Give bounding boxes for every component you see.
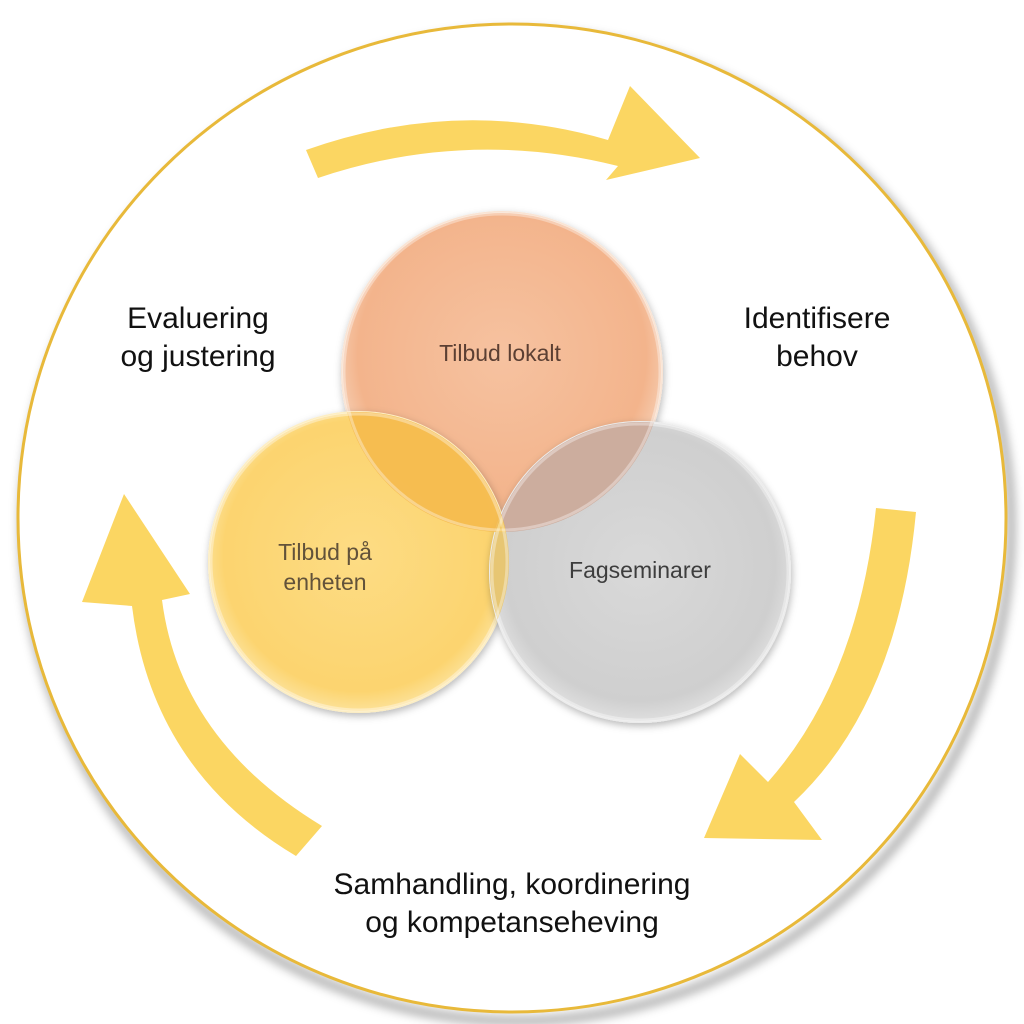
label-samhandling-line-1: Samhandling, koordinering bbox=[333, 868, 691, 901]
label-identifisere-line-2: behov bbox=[776, 340, 858, 373]
venn-label-left-line-2: enheten bbox=[283, 569, 367, 595]
label-evaluering: Evaluering og justering bbox=[86, 300, 310, 376]
label-evaluering-line-2: og justering bbox=[120, 340, 276, 373]
overlap-top-right bbox=[490, 422, 662, 532]
label-evaluering-line-1: Evaluering bbox=[127, 302, 269, 335]
arrow-right-icon bbox=[704, 508, 916, 840]
label-identifisere: Identifisere behov bbox=[712, 300, 922, 376]
rim-left bbox=[209, 412, 509, 712]
rim-top bbox=[342, 212, 662, 532]
venn-label-left-line-1: Tilbud på bbox=[278, 539, 372, 565]
venn-label-right-line-1: Fagseminarer bbox=[569, 557, 711, 583]
overlap-top-left bbox=[342, 412, 509, 532]
venn-label-fagseminarer: Fagseminarer bbox=[540, 555, 740, 585]
rim-right bbox=[490, 422, 790, 722]
label-samhandling-line-2: og kompetanseheving bbox=[365, 906, 659, 939]
arrow-top-icon bbox=[306, 86, 700, 180]
venn-label-tilbud-lokalt: Tilbud lokalt bbox=[400, 338, 600, 368]
arrow-left-icon bbox=[82, 494, 322, 856]
venn-label-tilbud-pa-enheten: Tilbud på enheten bbox=[240, 537, 410, 597]
venn-label-top-line-1: Tilbud lokalt bbox=[439, 340, 561, 366]
label-samhandling: Samhandling, koordinering og kompetanseh… bbox=[262, 866, 762, 942]
label-identifisere-line-1: Identifisere bbox=[743, 302, 891, 335]
